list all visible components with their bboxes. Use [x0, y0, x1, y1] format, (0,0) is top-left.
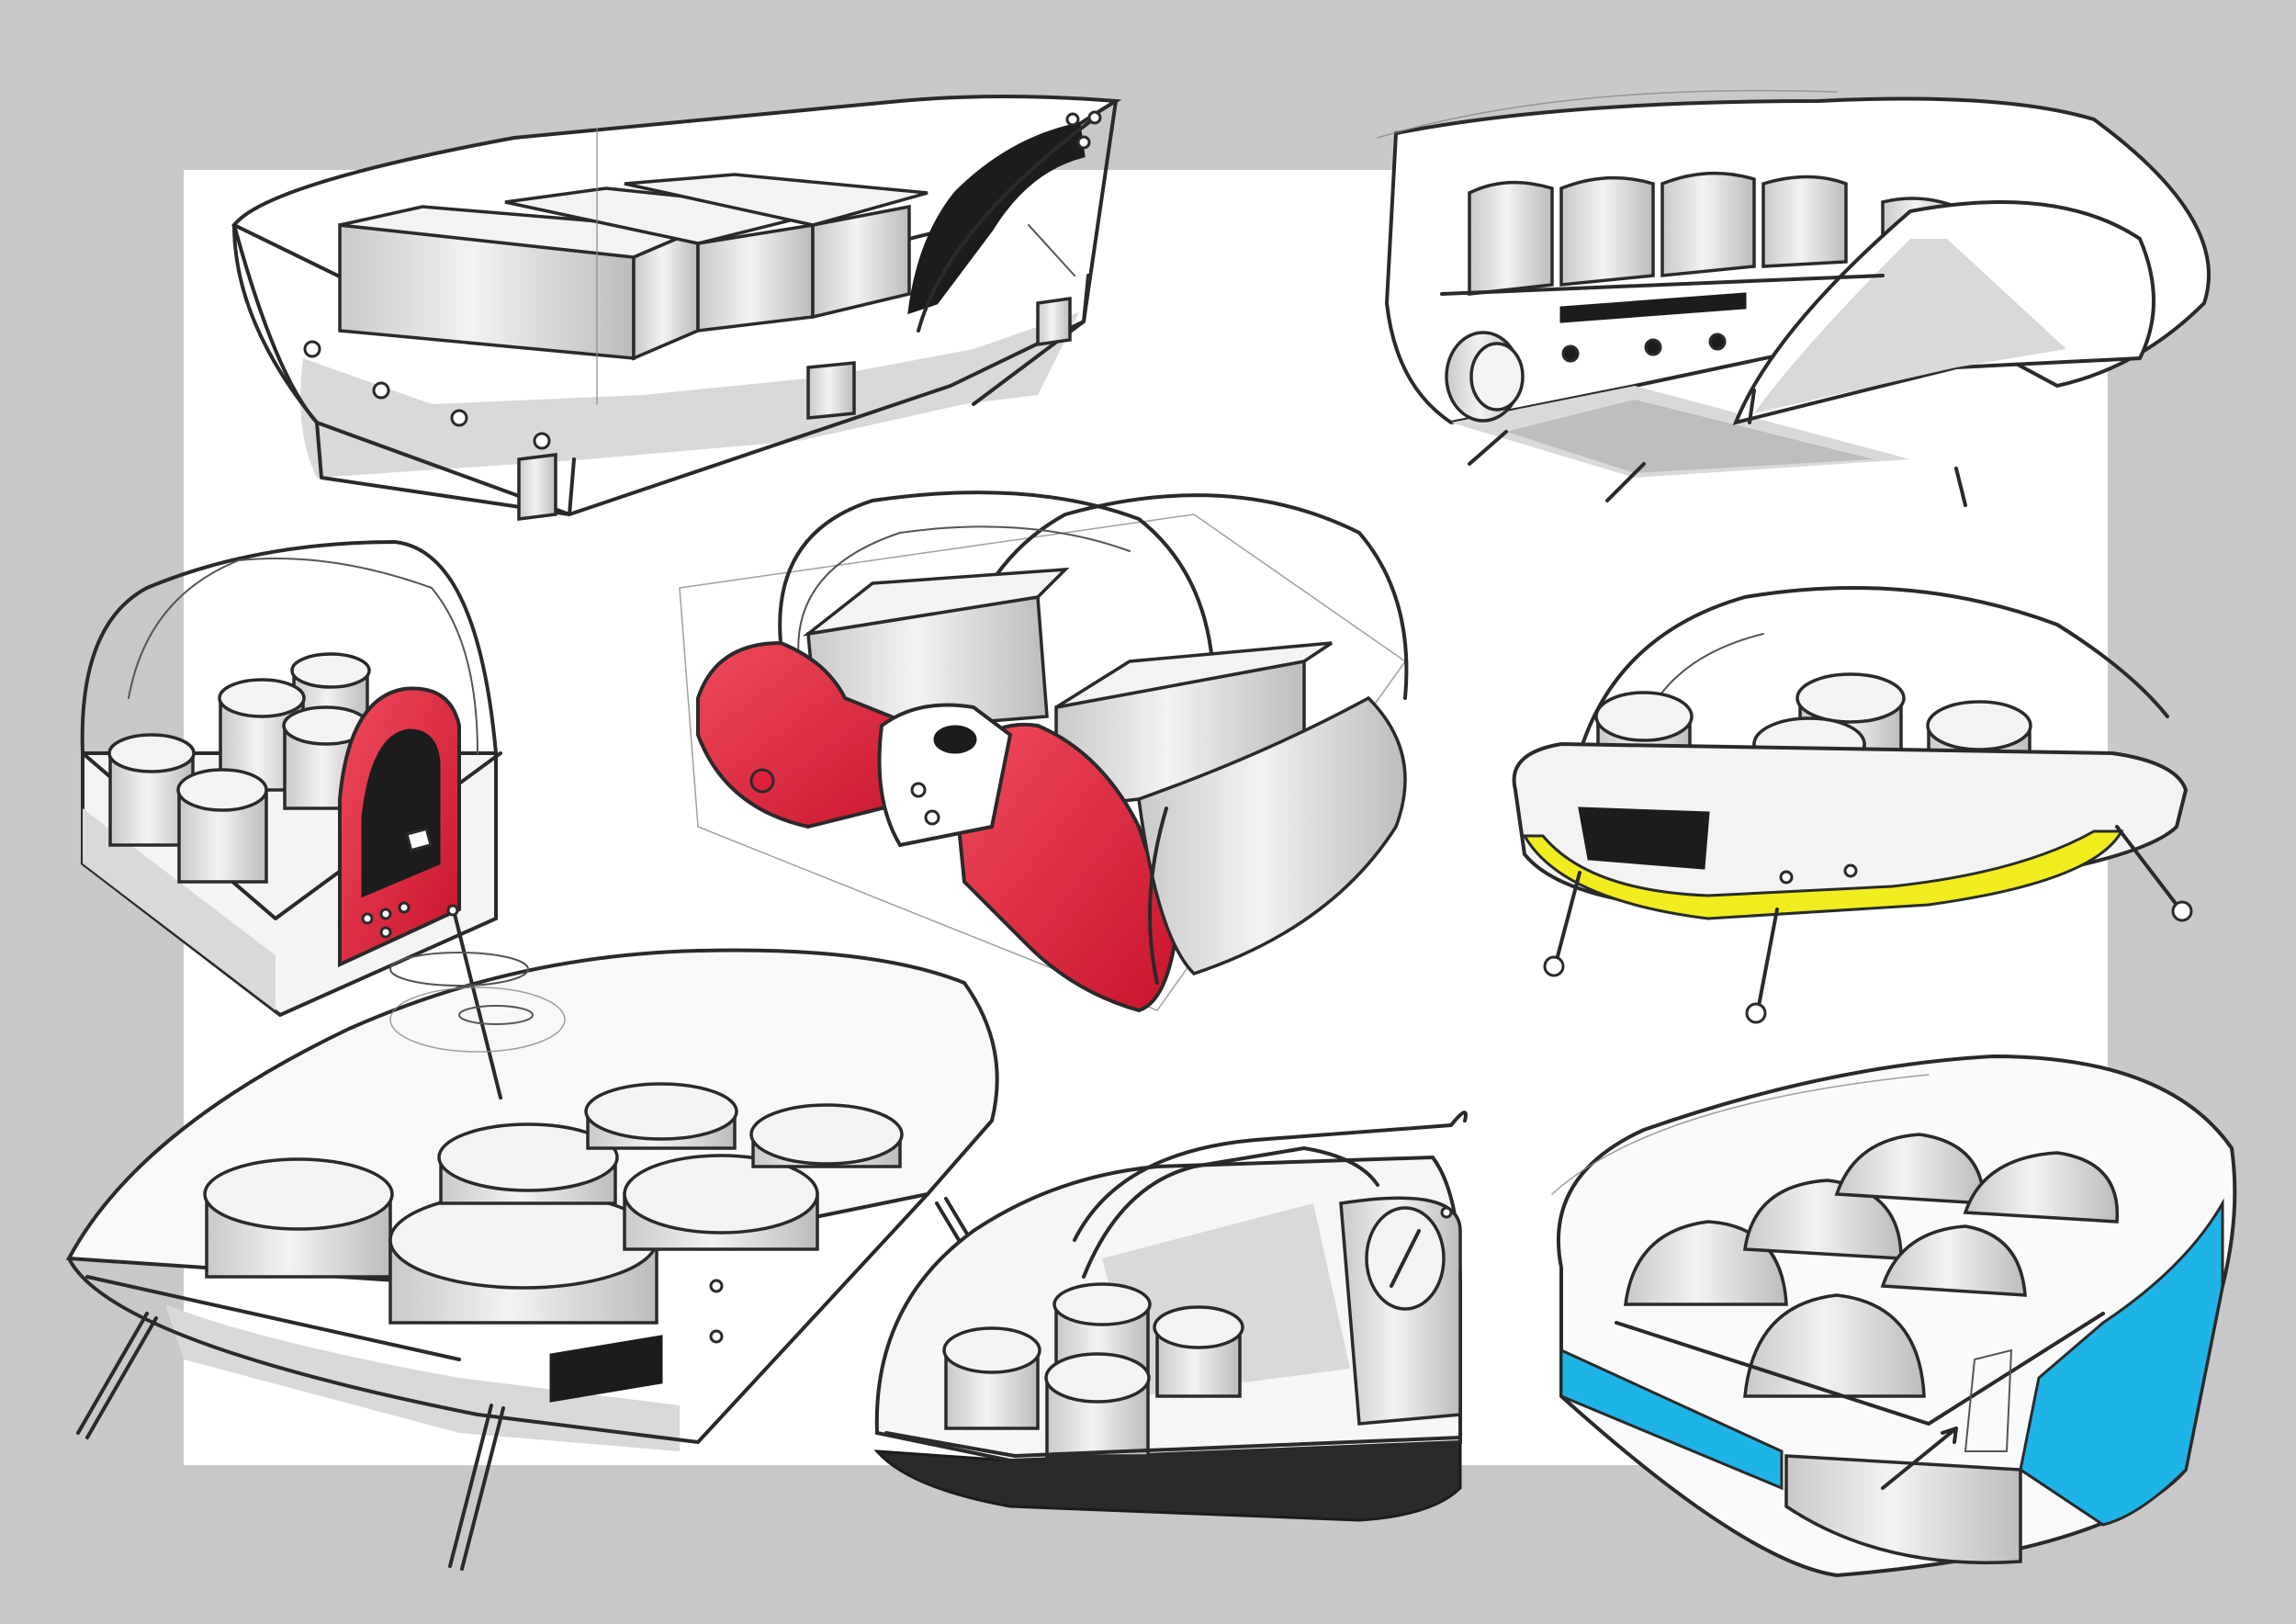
- sketch-wing-cabinet: [1377, 89, 2211, 507]
- sketch-dome-cup-holder: [80, 540, 502, 1018]
- sketch-bubble-egg-tray: [1551, 1054, 2237, 1578]
- red-shell-right: [952, 722, 1178, 1013]
- yellow-band: [1522, 829, 2124, 920]
- blue-base: [1559, 1348, 1784, 1491]
- sketch-oval-table: [65, 904, 999, 1571]
- sketch-dial-station: [873, 1111, 1468, 1522]
- sketch-legged-pod: [1512, 586, 2193, 1024]
- sketch-arched-twin-bin: [679, 491, 1409, 1013]
- sketch-boat-tray: [231, 95, 1122, 521]
- blue-band: [2019, 1198, 2224, 1527]
